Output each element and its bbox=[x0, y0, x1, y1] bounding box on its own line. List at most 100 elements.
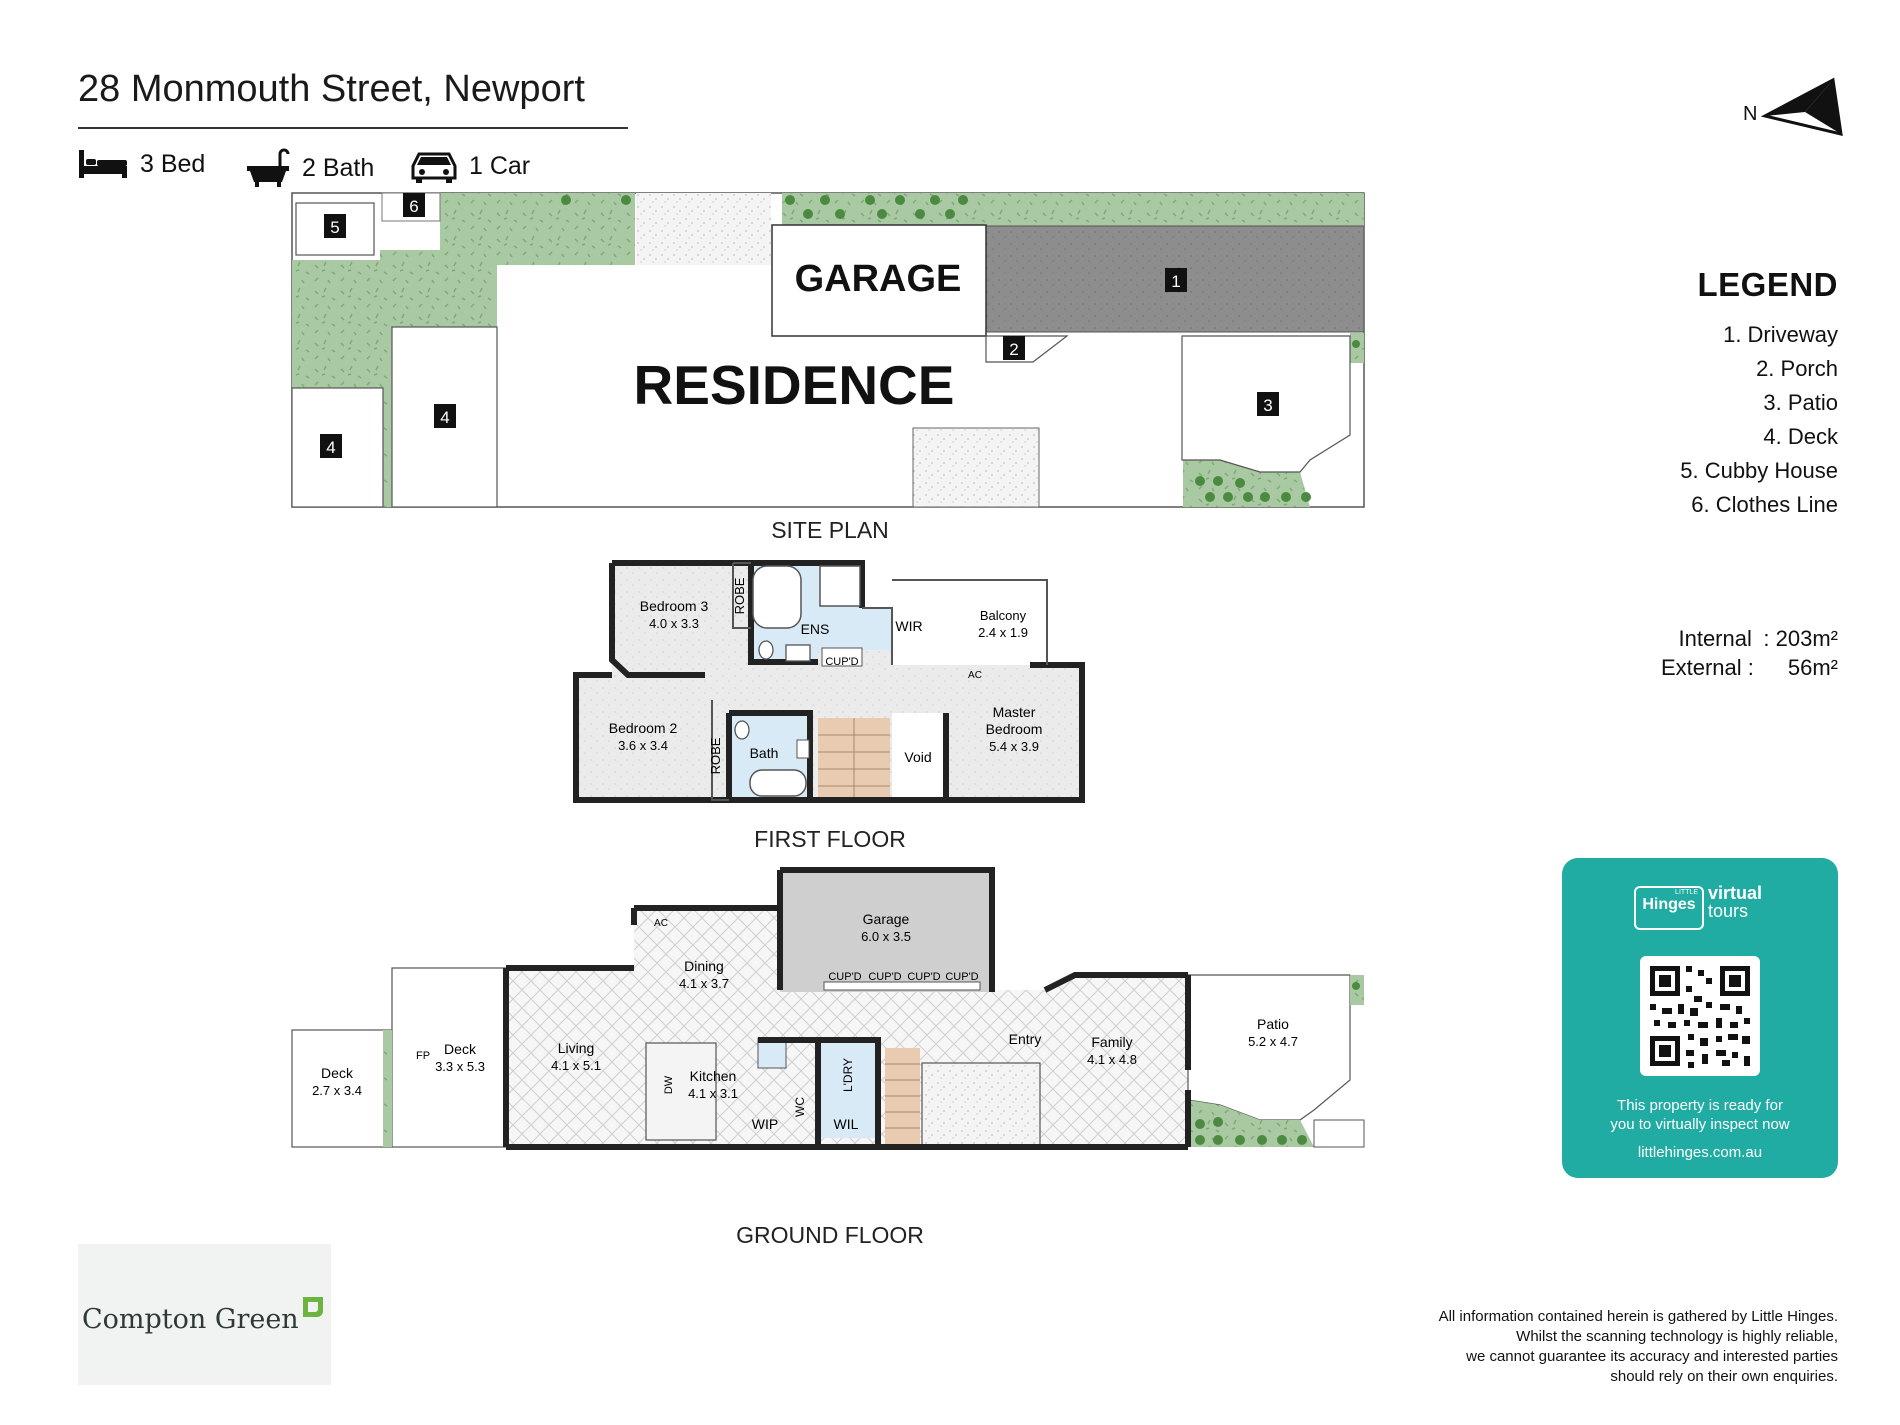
site-garage bbox=[771, 224, 987, 337]
living-dims: 4.1 x 5.1 bbox=[551, 1058, 601, 1073]
bed-feature: 3 Bed bbox=[78, 148, 205, 180]
little-hinges-logo: LITTLE Hinges bbox=[1634, 886, 1704, 930]
bath-tub bbox=[749, 769, 807, 797]
title-underline bbox=[78, 127, 628, 129]
ground-cupd-label-3: CUP'D bbox=[907, 971, 940, 983]
site-marker-3: 3 bbox=[1257, 392, 1279, 416]
legend-list: 1. Driveway 2. Porch 3. Patio 4. Deck 5.… bbox=[1680, 318, 1838, 522]
ground-cupd-label-4: CUP'D bbox=[945, 971, 978, 983]
car-count: 1 Car bbox=[469, 151, 531, 180]
kitchen-dims: 4.1 x 3.1 bbox=[688, 1086, 738, 1101]
living-name: Living bbox=[558, 1040, 595, 1056]
virtual-tour-card[interactable]: LITTLE Hinges virtual tours bbox=[1562, 858, 1838, 1178]
qr-code[interactable] bbox=[1640, 956, 1760, 1076]
disclaimer-line: we cannot guarantee its accuracy and int… bbox=[1466, 1348, 1838, 1365]
outer-deck bbox=[291, 1029, 393, 1148]
bath-icon bbox=[247, 148, 290, 187]
leaf-icon bbox=[303, 1297, 323, 1317]
car-icon bbox=[411, 152, 457, 183]
first-ac-label: AC bbox=[968, 670, 982, 681]
svg-text:5: 5 bbox=[330, 218, 339, 237]
site-marker-4b: 4 bbox=[320, 434, 342, 458]
site-marker-5: 5 bbox=[324, 214, 346, 238]
brand-little: LITTLE bbox=[1675, 889, 1698, 896]
deck-lawn-strip bbox=[383, 1030, 392, 1147]
ensuite-bath-tub bbox=[752, 565, 802, 629]
entry-label: Entry bbox=[1009, 1031, 1042, 1047]
bedroom2-name: Bedroom 2 bbox=[609, 720, 678, 736]
bed-count: 3 Bed bbox=[140, 149, 206, 178]
garage-cupboards bbox=[823, 981, 981, 991]
bedroom2-dims: 3.6 x 3.4 bbox=[618, 738, 668, 753]
north-label: N bbox=[1743, 103, 1757, 125]
virtual-tour-link[interactable]: littlehinges.com.au bbox=[1637, 1144, 1763, 1161]
disclaimer-line: All information contained herein is gath… bbox=[1438, 1308, 1838, 1325]
ensuite-toilet bbox=[758, 640, 774, 660]
void-fill bbox=[892, 713, 946, 800]
site-paving-north bbox=[636, 193, 771, 265]
wil-label: WIL bbox=[834, 1116, 859, 1132]
robe3-label: ROBE bbox=[732, 577, 747, 614]
kitchen-bench bbox=[645, 1042, 717, 1141]
family-tile-floor bbox=[1000, 975, 1188, 1147]
site-marker-4a: 4 bbox=[434, 404, 456, 428]
tagline-line-2: you to virtually inspect now bbox=[1610, 1116, 1790, 1133]
garage-dims: 6.0 x 3.5 bbox=[861, 929, 911, 944]
page-title: 28 Monmouth Street, Newport bbox=[78, 68, 585, 110]
bed-icon bbox=[79, 150, 127, 178]
internal-area-label: Internal bbox=[1678, 626, 1752, 651]
wir-label: WIR bbox=[895, 618, 922, 634]
agency-name: Compton Green bbox=[82, 1304, 299, 1335]
legend-item: 6. Clothes Line bbox=[1691, 492, 1838, 517]
ensuite-basin bbox=[785, 644, 811, 662]
site-plan-label: SITE PLAN bbox=[771, 517, 889, 543]
internal-area: Internal : 203m² bbox=[1678, 626, 1838, 652]
ground-ac-label: AC bbox=[654, 918, 668, 929]
site-garage-label: GARAGE bbox=[795, 258, 962, 300]
deck-outer-dims: 2.7 x 3.4 bbox=[312, 1083, 362, 1098]
legend-item: 2. Porch bbox=[1756, 356, 1838, 381]
site-residence-label: RESIDENCE bbox=[634, 354, 955, 416]
ensuite-cupboard bbox=[821, 647, 863, 667]
wip-label: WIP bbox=[752, 1116, 778, 1132]
site-lawn-north bbox=[782, 193, 1364, 226]
first-floor-label: FIRST FLOOR bbox=[754, 826, 906, 852]
internal-area-value: : 203m² bbox=[1763, 626, 1838, 651]
robe2-label: ROBE bbox=[708, 737, 723, 774]
legend-item: 5. Cubby House bbox=[1680, 458, 1838, 483]
ensuite-shower bbox=[819, 565, 861, 607]
external-area-value: 56m² bbox=[1787, 655, 1838, 680]
bedroom3-dims: 4.0 x 3.3 bbox=[649, 616, 699, 631]
dining-dims: 4.1 x 3.7 bbox=[679, 976, 729, 991]
car-feature: 1 Car bbox=[411, 148, 530, 184]
deck-inner-dims: 3.3 x 5.3 bbox=[435, 1059, 485, 1074]
balcony-fill bbox=[892, 580, 1047, 665]
ensuite-label: ENS bbox=[801, 621, 830, 637]
svg-text:4: 4 bbox=[440, 408, 449, 427]
bath-label: Bath bbox=[750, 745, 779, 761]
laundry-label: L'DRY bbox=[841, 1058, 855, 1092]
legend-item: 1. Driveway bbox=[1723, 322, 1838, 347]
disclaimer-line: should rely on their own enquiries. bbox=[1610, 1368, 1838, 1385]
brand-hinges: Hinges bbox=[1642, 896, 1696, 913]
master-name: Master bbox=[993, 704, 1036, 720]
site-paving-courtyard bbox=[912, 427, 1040, 508]
legend-item: 3. Patio bbox=[1763, 390, 1838, 415]
site-lawn-patio bbox=[1183, 460, 1310, 507]
family-dims: 4.1 x 4.8 bbox=[1087, 1052, 1137, 1067]
patio-edge bbox=[1313, 1119, 1365, 1148]
void-label: Void bbox=[904, 749, 931, 765]
site-marker-6: 6 bbox=[403, 193, 425, 217]
ground-floor-label: GROUND FLOOR bbox=[736, 1222, 924, 1248]
courtyard bbox=[921, 1062, 1041, 1148]
laundry-fill bbox=[818, 1040, 878, 1138]
external-area-label: External : bbox=[1660, 655, 1754, 680]
garage-name: Garage bbox=[863, 911, 910, 927]
disclaimer: All information contained herein is gath… bbox=[1439, 1307, 1838, 1387]
patio-name: Patio bbox=[1257, 1016, 1289, 1032]
first-floor-plan: Bedroom 3 4.0 x 3.3 Bedroom 2 3.6 x 3.4 … bbox=[573, 560, 1085, 803]
balcony-dims: 2.4 x 1.9 bbox=[978, 625, 1028, 640]
svg-text:3: 3 bbox=[1263, 396, 1272, 415]
legend-item: 4. Deck bbox=[1763, 424, 1838, 449]
wc-label: WC bbox=[793, 1097, 807, 1117]
